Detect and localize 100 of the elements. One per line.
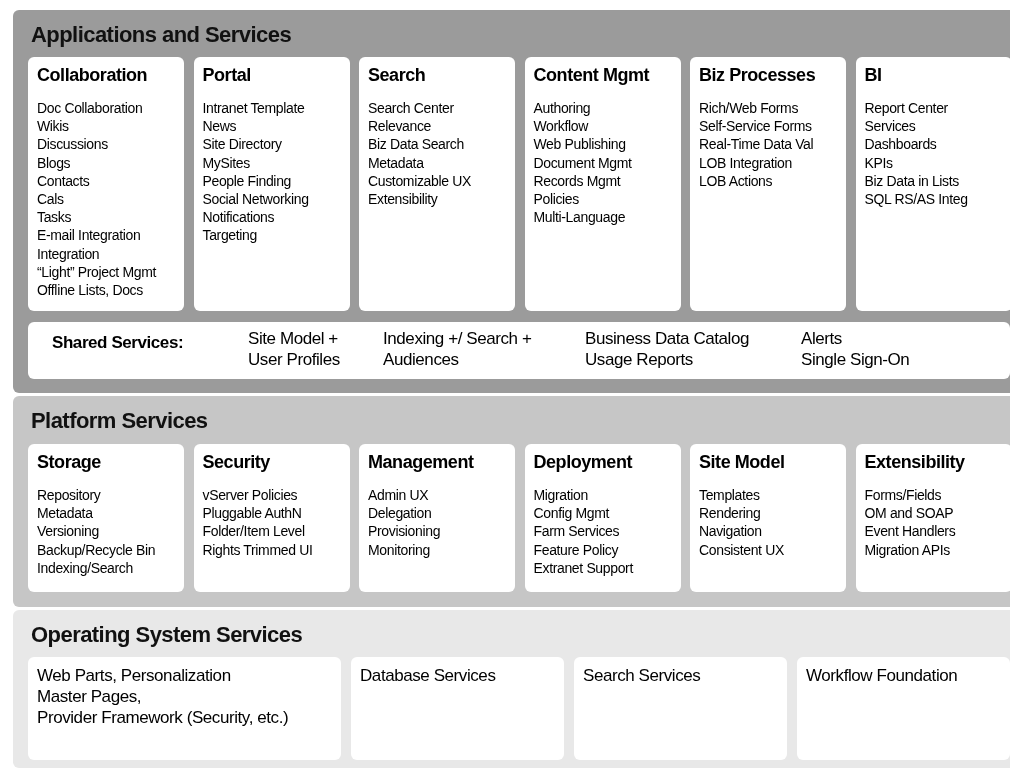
feature-item: Contacts xyxy=(37,171,91,190)
layer-title: Applications and Services xyxy=(31,21,292,49)
feature-item: Relevance xyxy=(368,117,432,136)
feature-item: Event Handlers xyxy=(864,522,957,541)
shared-service-item: Usage Reports xyxy=(585,349,694,370)
feature-item: Rich/Web Forms xyxy=(699,99,800,118)
feature-item: Indexing/Search xyxy=(37,558,134,577)
card-heading: Deployment xyxy=(533,451,634,474)
feature-item: Feature Policy xyxy=(533,540,620,559)
feature-item: Delegation xyxy=(368,504,433,523)
feature-item: Admin UX xyxy=(368,486,430,505)
feature-item: Policies xyxy=(533,190,580,209)
feature-item: Cals xyxy=(37,190,65,209)
feature-item: Extranet Support xyxy=(533,558,635,577)
feature-item: Metadata xyxy=(368,153,425,172)
service-card xyxy=(690,57,846,311)
card-heading: Portal xyxy=(202,64,252,87)
service-text: Database Services xyxy=(360,665,497,686)
shared-service-item: Indexing +/ Search + xyxy=(383,328,532,349)
feature-item: OM and SOAP xyxy=(864,504,955,523)
service-card xyxy=(524,57,681,311)
service-text: Provider Framework (Security, etc.) xyxy=(37,707,290,728)
feature-item: Tasks xyxy=(37,208,73,227)
layer-title: Operating System Services xyxy=(31,621,303,649)
feature-item: Customizable UX xyxy=(368,171,472,190)
feature-item: Rendering xyxy=(699,504,762,523)
feature-item: Extensibility xyxy=(368,190,439,209)
shared-service-item: User Profiles xyxy=(248,349,340,370)
feature-item: Search Center xyxy=(368,99,455,118)
service-card xyxy=(193,444,350,592)
service-text: Workflow Foundation xyxy=(806,665,959,686)
service-text: Web Parts, Personalization xyxy=(37,665,232,686)
layer-band xyxy=(13,10,1010,393)
shared-services-bar xyxy=(28,322,1010,379)
feature-item: Self-Service Forms xyxy=(699,117,813,136)
feature-item: Offline Lists, Docs xyxy=(37,281,144,300)
feature-item: LOB Actions xyxy=(699,171,774,190)
feature-item: KPIs xyxy=(864,153,894,172)
card-heading: Security xyxy=(202,451,271,474)
service-card xyxy=(28,444,184,592)
service-card xyxy=(855,444,1012,592)
card-heading: BI xyxy=(864,64,883,87)
feature-item: Real-Time Data Val xyxy=(699,135,815,154)
feature-item: vServer Policies xyxy=(202,486,299,505)
shared-service-item: Business Data Catalog xyxy=(585,328,749,349)
feature-item: Config Mgmt xyxy=(533,504,611,523)
feature-item: Folder/Item Level xyxy=(202,522,306,541)
feature-item: Consistent UX xyxy=(699,540,785,559)
feature-item: Intranet Template xyxy=(202,99,306,118)
feature-item: Biz Data Search xyxy=(368,135,465,154)
feature-item: Document Mgmt xyxy=(533,153,633,172)
shared-service-item: Site Model + xyxy=(248,328,339,349)
feature-item: LOB Integration xyxy=(699,153,793,172)
card-heading: Biz Processes xyxy=(699,64,817,87)
feature-item: Web Publishing xyxy=(533,135,627,154)
feature-item: Templates xyxy=(699,486,761,505)
feature-item: Repository xyxy=(37,486,102,505)
feature-item: Monitoring xyxy=(368,540,431,559)
service-text: Search Services xyxy=(583,665,702,686)
layer-band xyxy=(13,396,1010,607)
feature-item: Notifications xyxy=(202,208,276,227)
card-heading: Search xyxy=(368,64,427,87)
feature-item: Discussions xyxy=(37,135,109,154)
feature-item: Forms/Fields xyxy=(864,486,943,505)
feature-item: E-mail Integration xyxy=(37,226,142,245)
service-card xyxy=(359,444,515,592)
service-card xyxy=(28,57,184,311)
feature-item: Report Center xyxy=(864,99,949,118)
service-card xyxy=(690,444,846,592)
feature-item: Authoring xyxy=(533,99,592,118)
feature-item: Workflow xyxy=(533,117,590,136)
feature-item: Backup/Recycle Bin xyxy=(37,540,157,559)
feature-item: Targeting xyxy=(202,226,258,245)
feature-item: Site Directory xyxy=(202,135,283,154)
feature-item: Migration APIs xyxy=(864,540,951,559)
feature-item: MySites xyxy=(202,153,251,172)
feature-item: Farm Services xyxy=(533,522,621,541)
card-heading: Management xyxy=(368,451,475,474)
feature-item: Biz Data in Lists xyxy=(864,171,960,190)
feature-item: Provisioning xyxy=(368,522,442,541)
feature-item: Multi-Language xyxy=(533,208,627,227)
service-card xyxy=(193,57,350,311)
feature-item: Migration xyxy=(533,486,589,505)
feature-item: Doc Collaboration xyxy=(37,99,144,118)
feature-item: People Finding xyxy=(202,171,292,190)
service-text: Master Pages, xyxy=(37,686,143,707)
shared-service-item: Audiences xyxy=(383,349,460,370)
card-heading: Content Mgmt xyxy=(533,64,651,87)
feature-item: Services xyxy=(864,117,917,136)
feature-item: Navigation xyxy=(699,522,763,541)
card-heading: Storage xyxy=(37,451,102,474)
feature-item: News xyxy=(202,117,238,136)
service-card xyxy=(855,57,1012,311)
feature-item: Blogs xyxy=(37,153,72,172)
card-heading: Collaboration xyxy=(37,64,149,87)
feature-item: Dashboards xyxy=(864,135,938,154)
feature-item: Metadata xyxy=(37,504,94,523)
shared-service-item: Alerts xyxy=(801,328,843,349)
feature-item: “Light” Project Mgmt xyxy=(37,262,158,282)
feature-item: Pluggable AuthN xyxy=(202,504,303,523)
